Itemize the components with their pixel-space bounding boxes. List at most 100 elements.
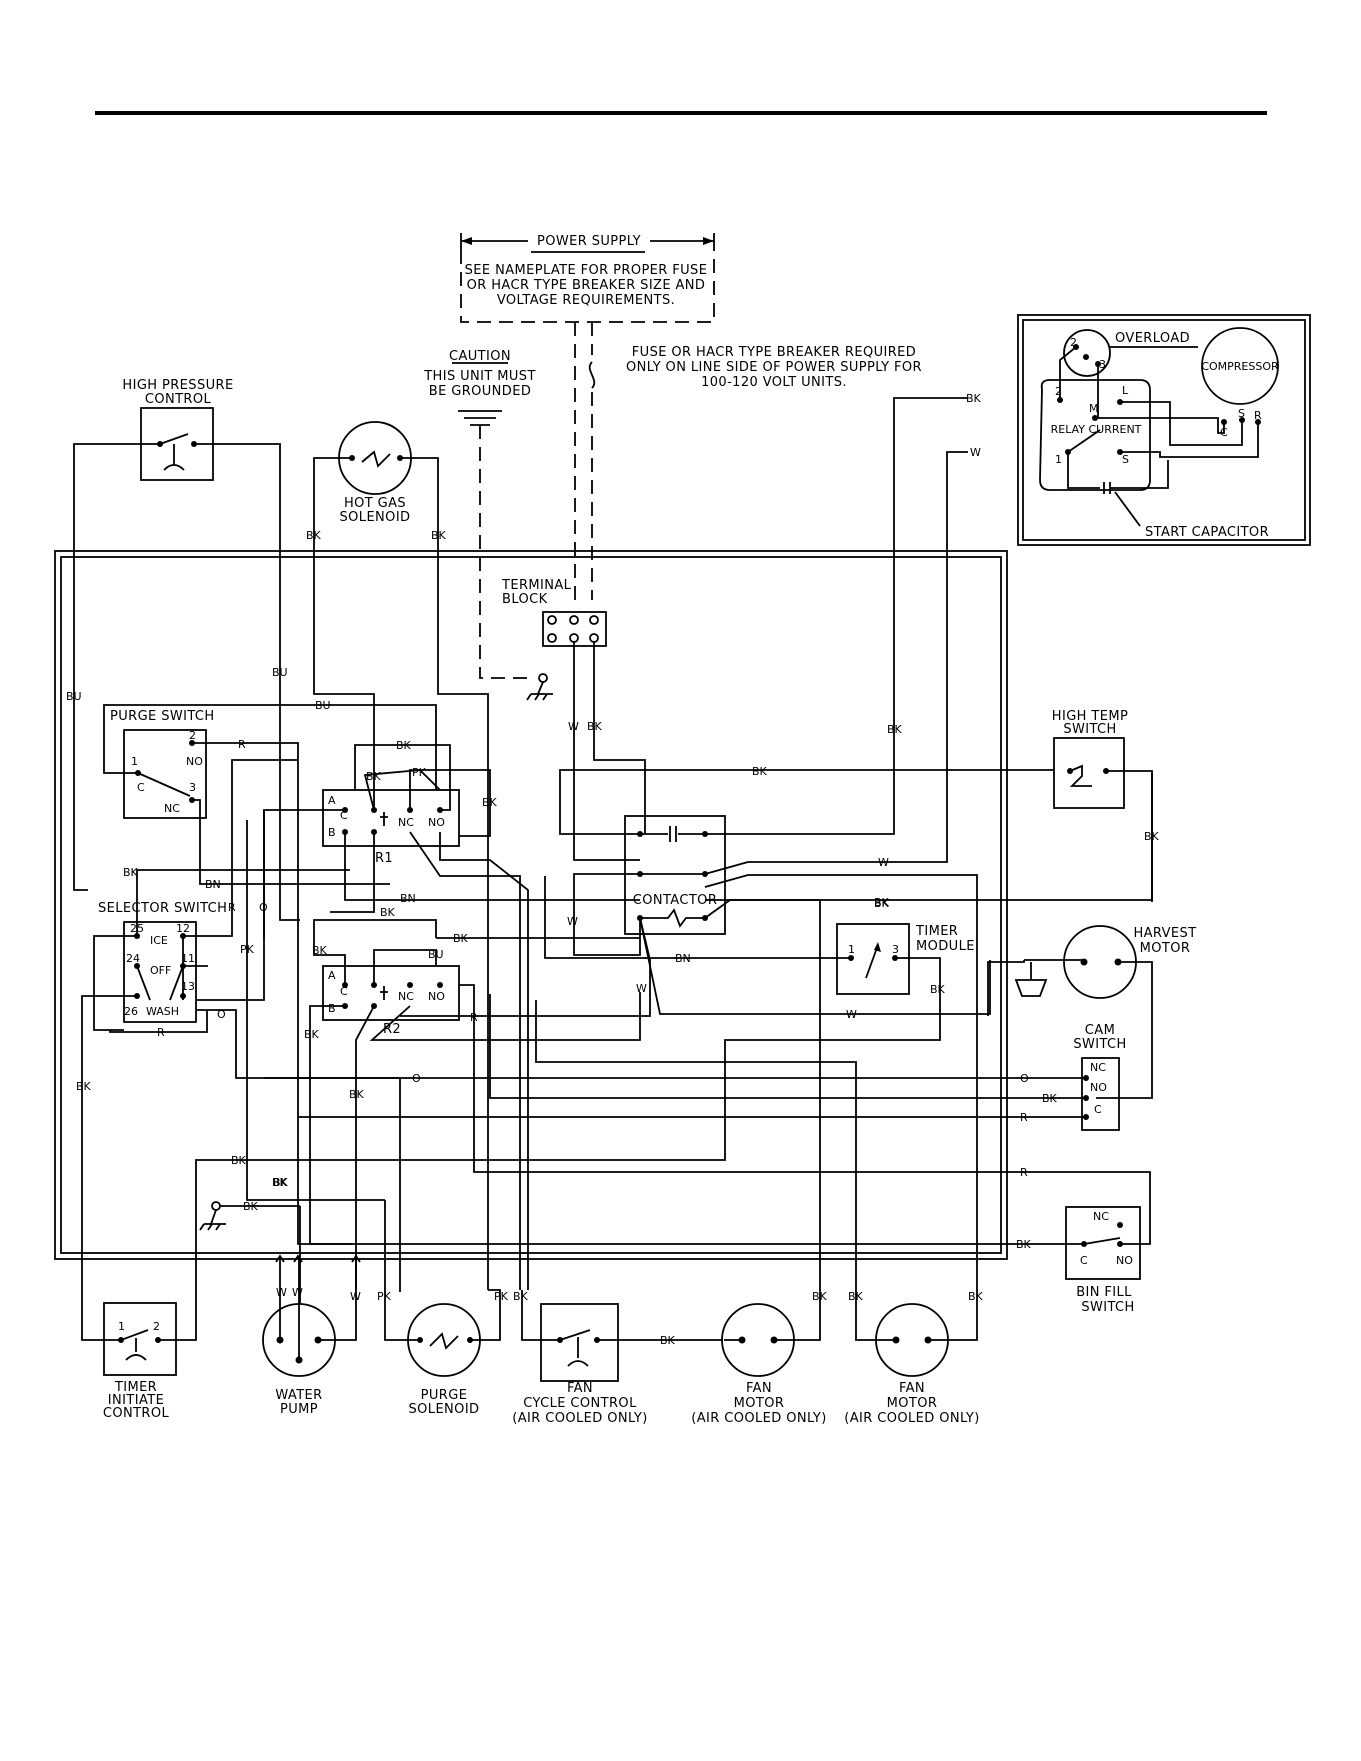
- svg-text:BU: BU: [272, 666, 288, 679]
- fuse-note-line-2: ONLY ON LINE SIDE OF POWER SUPPLY FOR: [626, 360, 922, 375]
- svg-text:O: O: [217, 1008, 226, 1021]
- svg-text:BK: BK: [1042, 1092, 1058, 1105]
- svg-text:PK: PK: [494, 1290, 509, 1303]
- svg-text:BK: BK: [1016, 1238, 1032, 1251]
- svg-text:13: 13: [181, 980, 195, 993]
- svg-text:PUMP: PUMP: [280, 1402, 318, 1417]
- wire-tb-bk: [593, 642, 646, 834]
- svg-text:12: 12: [176, 922, 190, 935]
- svg-text:PK: PK: [412, 766, 427, 779]
- svg-text:L: L: [1122, 384, 1129, 397]
- svg-text:BK: BK: [123, 866, 139, 879]
- svg-text:BK: BK: [482, 796, 498, 809]
- fuse-note-line-3: 100-120 VOLT UNITS.: [701, 375, 847, 390]
- svg-text:O: O: [259, 901, 268, 914]
- svg-text:R: R: [1020, 1166, 1028, 1179]
- svg-text:SOLENOID: SOLENOID: [340, 510, 411, 525]
- svg-text:NC: NC: [398, 990, 414, 1003]
- svg-text:2: 2: [1055, 385, 1062, 398]
- svg-text:WATER: WATER: [275, 1388, 322, 1403]
- svg-text:HOT GAS: HOT GAS: [344, 496, 406, 511]
- svg-text:W: W: [878, 856, 889, 869]
- wire-hotgas-left: [313, 457, 375, 810]
- ground-icon: [526, 681, 553, 701]
- svg-text:NO: NO: [186, 755, 203, 768]
- svg-text:M: M: [1089, 402, 1099, 415]
- timer-initiate-control: 1 2 TIMER INITIATE CONTROL: [103, 1302, 177, 1421]
- svg-text:TIMER: TIMER: [915, 924, 958, 939]
- svg-text:BK: BK: [312, 944, 328, 957]
- svg-text:BK: BK: [76, 1080, 92, 1093]
- svg-text:C: C: [1094, 1103, 1102, 1116]
- svg-text:HARVEST: HARVEST: [1133, 926, 1196, 941]
- svg-text:BK: BK: [396, 739, 412, 752]
- fan-motor-2: FAN MOTOR (AIR COOLED ONLY): [844, 1303, 979, 1426]
- svg-text:NO: NO: [1116, 1254, 1133, 1267]
- svg-text:SELECTOR SWITCH: SELECTOR SWITCH: [98, 901, 227, 916]
- svg-text:TERMINAL: TERMINAL: [501, 578, 572, 593]
- svg-text:BK: BK: [812, 1290, 828, 1303]
- ground-icon-lower: [199, 1209, 226, 1231]
- svg-text:BN: BN: [205, 878, 221, 891]
- svg-text:BK: BK: [431, 529, 447, 542]
- relay-r1: A C B NC NO R1: [322, 789, 460, 866]
- hot-gas-solenoid: HOT GAS SOLENOID: [338, 421, 412, 525]
- svg-text:BK: BK: [930, 983, 946, 996]
- svg-text:C: C: [137, 781, 145, 794]
- svg-text:O: O: [1020, 1072, 1029, 1085]
- svg-text:R: R: [470, 1011, 478, 1024]
- svg-text:BN: BN: [400, 892, 416, 905]
- compressor-box: 2 3 OVERLOAD COMPRESSOR 2 L M RELAY CURR…: [1017, 314, 1311, 546]
- svg-text:R: R: [238, 738, 246, 751]
- contactor: CONTACTOR: [624, 815, 726, 935]
- svg-text:BK: BK: [887, 723, 903, 736]
- svg-text:BK: BK: [752, 765, 768, 778]
- svg-text:BK: BK: [243, 1200, 259, 1213]
- svg-text:BK: BK: [968, 1290, 984, 1303]
- svg-text:BK: BK: [513, 1290, 529, 1303]
- svg-text:WASH: WASH: [146, 1005, 179, 1018]
- svg-text:W: W: [568, 720, 579, 733]
- svg-text:NC: NC: [1093, 1210, 1109, 1223]
- svg-text:S: S: [1238, 407, 1245, 420]
- svg-text:C: C: [1080, 1254, 1088, 1267]
- svg-text:W: W: [350, 1290, 361, 1303]
- svg-text:W: W: [970, 446, 981, 459]
- svg-text:3: 3: [892, 943, 899, 956]
- svg-text:FAN: FAN: [746, 1381, 772, 1396]
- svg-text:2: 2: [1070, 336, 1077, 349]
- timer-module: TIMER MODULE 1 3: [836, 923, 974, 995]
- power-supply-box: POWER SUPPLY SEE NAMEPLATE FOR PROPER FU…: [460, 233, 715, 323]
- svg-text:PURGE SWITCH: PURGE SWITCH: [110, 709, 215, 724]
- purge-switch: PURGE SWITCH 1 C 2 NO NC 3: [110, 709, 215, 819]
- svg-text:C: C: [340, 809, 348, 822]
- control-box-outer: [54, 550, 1008, 1260]
- svg-text:R2: R2: [383, 1022, 401, 1037]
- svg-text:1: 1: [848, 943, 855, 956]
- svg-text:MOTOR: MOTOR: [1140, 941, 1191, 956]
- svg-text:PK: PK: [240, 943, 255, 956]
- svg-text:BK: BK: [366, 770, 382, 783]
- wire-hotgas-right: [400, 457, 489, 1290]
- svg-text:CONTACTOR: CONTACTOR: [633, 893, 718, 908]
- svg-text:BK: BK: [587, 720, 603, 733]
- svg-text:S: S: [1122, 453, 1129, 466]
- svg-text:W: W: [292, 1286, 303, 1299]
- terminal-block: TERMINAL BLOCK: [501, 578, 607, 647]
- svg-text:11: 11: [181, 952, 195, 965]
- svg-text:BK: BK: [848, 1290, 864, 1303]
- wire-hp-left: [73, 443, 160, 891]
- svg-text:B: B: [328, 1002, 336, 1015]
- svg-text:OFF: OFF: [150, 964, 171, 977]
- svg-text:FAN: FAN: [567, 1381, 593, 1396]
- svg-text:BK: BK: [660, 1334, 676, 1347]
- high-temp-switch: HIGH TEMP SWITCH: [1052, 709, 1128, 809]
- fuse-icon: [588, 361, 596, 389]
- harvest-ground-icon: [1014, 962, 1048, 997]
- svg-text:BLOCK: BLOCK: [502, 592, 548, 607]
- svg-text:A: A: [328, 794, 336, 807]
- svg-text:W: W: [567, 915, 578, 928]
- svg-text:SWITCH: SWITCH: [1063, 722, 1116, 737]
- svg-text:SOLENOID: SOLENOID: [409, 1402, 480, 1417]
